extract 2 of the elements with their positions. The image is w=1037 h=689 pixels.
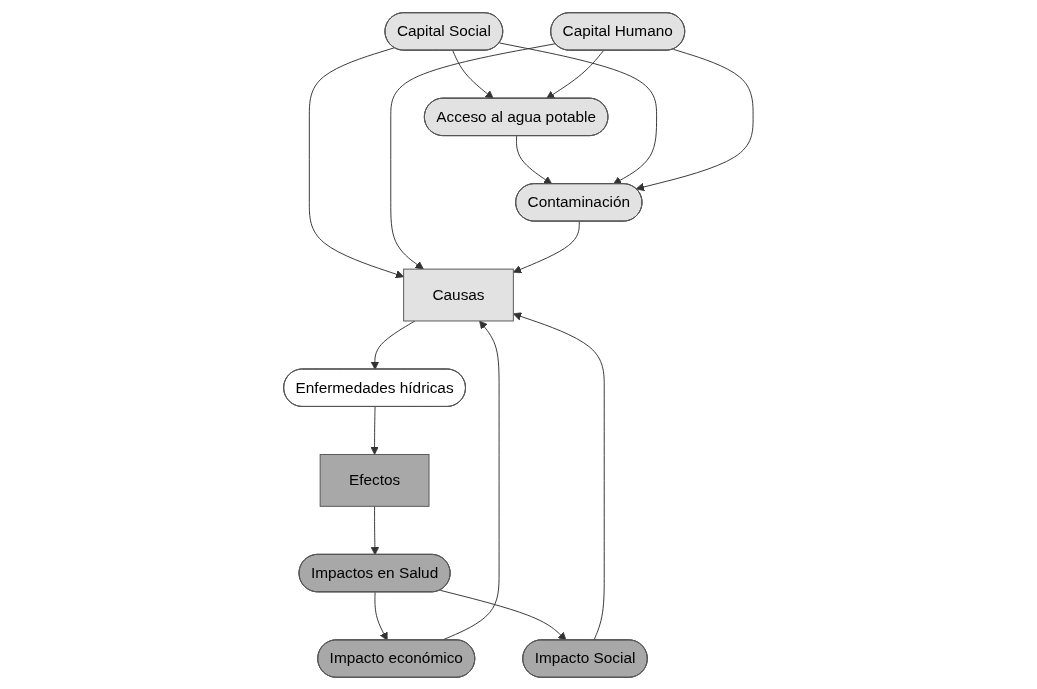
node-box: Causas: [403, 268, 514, 321]
node-box: Efectos: [319, 453, 430, 507]
